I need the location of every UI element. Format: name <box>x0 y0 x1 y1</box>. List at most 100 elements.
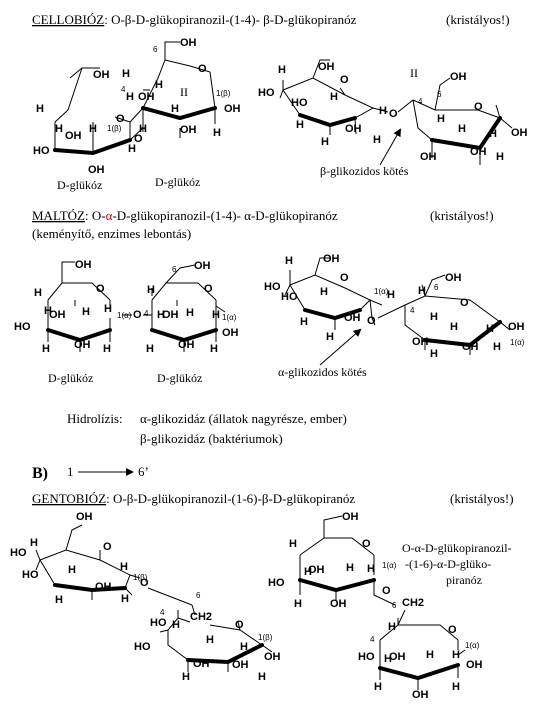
atom: O <box>367 315 376 327</box>
atom: OH <box>466 659 483 671</box>
atom: H <box>289 538 297 550</box>
atom: H <box>374 681 382 693</box>
atom: H <box>55 123 63 135</box>
atom: H <box>300 316 308 328</box>
gentiobiose-chair-bottom: 6 CH2 4 HO HO H H O H 1(β) OH OH OH H H <box>134 587 281 683</box>
atom: H <box>320 286 328 298</box>
atom: H <box>384 653 392 665</box>
cellobiose-chair: OH H HO HO H O H OH H H O H II 4 6 OH H … <box>258 59 528 165</box>
atom: OH <box>342 511 359 523</box>
atom: H <box>210 343 218 355</box>
atom: H <box>387 289 395 301</box>
atom: H <box>426 649 434 661</box>
atom: H <box>458 123 466 135</box>
atom: H <box>186 307 194 319</box>
bond-arrow <box>319 328 362 366</box>
atom: H <box>82 306 90 318</box>
atom: OH <box>412 689 429 701</box>
atom: H <box>437 113 445 125</box>
atom: H <box>379 105 387 117</box>
atom: H <box>68 564 76 576</box>
atom: H <box>30 537 38 549</box>
atom: OH <box>93 69 110 81</box>
carbon-number: 4 <box>160 608 165 617</box>
alpha-enzyme: α-glikozidáz (állatok nagyrésze, ember) <box>140 411 347 426</box>
atom: H <box>206 634 214 646</box>
atom: O <box>474 101 483 113</box>
atom: OH <box>138 91 155 103</box>
svg-text:GENTOBIÓZ: O-β-D-glükopiranozi: GENTOBIÓZ: O-β-D-glükopiranozil-(1-6)-β-… <box>32 491 355 506</box>
cellobiose-ring-right: OH 6 4 H OH H O II 1(β) H H OH OH H <box>121 37 241 139</box>
maltose-subtitle: (keményítő, enzimes lebontás) <box>32 226 191 241</box>
atom: H <box>212 309 220 321</box>
atom: HO <box>264 281 281 293</box>
carbon-number: 4 <box>121 85 126 94</box>
atom: OH <box>88 164 105 176</box>
atom: H <box>430 311 438 323</box>
atom: HO <box>281 291 298 303</box>
atom: H <box>240 641 248 653</box>
atom: H <box>55 594 63 606</box>
atom: O <box>140 577 149 589</box>
gentiobiose-heading: GENTOBIÓZ: O-β-D-glükopiranozil-(1-6)-β-… <box>32 491 514 506</box>
gentiobiose-side-name-3: piranóz <box>446 573 482 587</box>
atom: HO <box>134 641 151 653</box>
ring-number: II <box>410 66 418 80</box>
anomer-label: 1(β) <box>107 124 122 133</box>
atom: OH <box>75 259 92 271</box>
atom: OH <box>323 253 340 265</box>
atom: OH <box>445 272 462 284</box>
gentiobiose-chair-top: OH H HO HO H O H OH H 1(β) O H <box>10 511 149 606</box>
atom: O <box>198 63 207 75</box>
gentiobiose-note: (kristályos!) <box>450 491 514 506</box>
atom: OH <box>330 598 347 610</box>
unit-label: D-glükóz <box>48 371 93 385</box>
maltose-heading: MALTÓZ: O-α-D-glükopiranozil-(1-4)- α-D-… <box>32 208 494 241</box>
atom: OH <box>462 341 479 353</box>
atom: H <box>489 128 497 140</box>
atom: OH <box>511 127 528 139</box>
atom: H <box>213 127 221 139</box>
atom: OH <box>344 312 361 324</box>
atom: H <box>258 671 266 683</box>
atom: H <box>496 151 504 163</box>
atom: H <box>89 123 97 135</box>
atom: H <box>326 331 334 343</box>
carbon-number: 6 <box>392 601 397 610</box>
atom: O <box>389 108 398 120</box>
section-b-label: B) <box>32 465 48 482</box>
atom: OH <box>76 511 93 523</box>
atom: OH <box>193 658 210 670</box>
maltose-chair: OH H HO HO H O 1(α) H H OH H O H 6 OH 4 … <box>264 253 525 360</box>
atom: H <box>120 561 128 573</box>
cellobiose-bridge: O <box>129 107 144 145</box>
atom: H <box>304 566 312 578</box>
atom: H <box>346 562 354 574</box>
beta-enzyme: β-glikozidáz (baktériumok) <box>140 431 283 446</box>
atom: H <box>452 681 460 693</box>
atom: HO <box>358 651 375 663</box>
atom: OH <box>180 37 197 49</box>
atom: HO <box>22 569 39 581</box>
atom: H <box>493 341 501 353</box>
bond-label: α-glikozidos kötés <box>278 365 367 379</box>
atom: OH <box>420 151 437 163</box>
cellobiose-heading: CELLOBIÓZ: O-β-D-glükopiranozil-(1-4)- β… <box>32 12 510 27</box>
maltose-alpha: α <box>106 208 113 223</box>
atom: OH <box>178 339 195 351</box>
maltose-note: (kristályos!) <box>430 208 494 223</box>
atom: H <box>171 103 179 115</box>
svg-text:MALTÓZ: O-α-D-glükopiranozil-(: MALTÓZ: O-α-D-glükopiranozil-(1-4)- α-D-… <box>32 208 338 223</box>
atom: O <box>448 624 457 636</box>
atom: OH <box>95 581 112 593</box>
atom: O <box>116 113 125 125</box>
atom: H <box>34 287 42 299</box>
atom: O <box>340 74 349 86</box>
atom: O <box>133 309 142 321</box>
atom: HO <box>258 87 275 99</box>
atom: H <box>122 68 130 80</box>
maltose-formula-rest: -D-glükopiranozil-(1-4)- α-D-glükopiranó… <box>112 208 337 223</box>
atom: H <box>103 343 111 355</box>
atom: H <box>367 563 375 575</box>
atom: OH <box>49 309 66 321</box>
